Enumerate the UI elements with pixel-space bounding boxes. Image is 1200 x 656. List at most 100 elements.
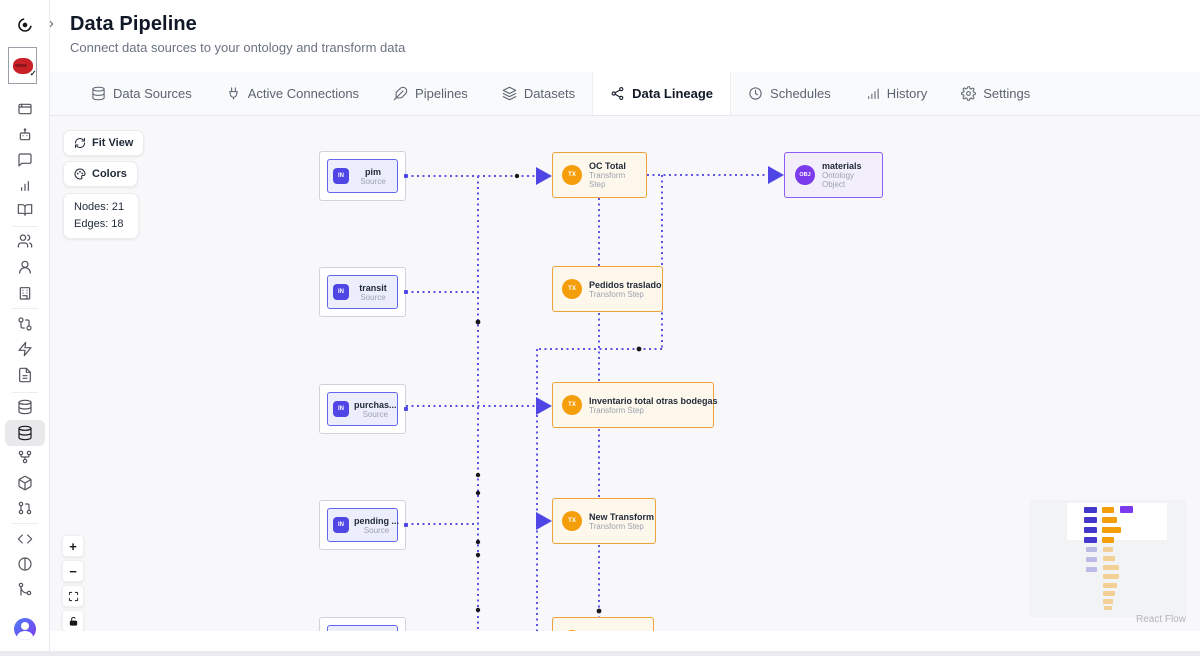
minimap[interactable] <box>1030 500 1186 617</box>
tab-datasets[interactable]: Datasets <box>485 72 592 115</box>
source-node-partial[interactable] <box>319 617 406 631</box>
colors-button[interactable]: Colors <box>63 161 138 187</box>
node-subtitle: Source <box>362 409 388 419</box>
bar-chart-icon[interactable] <box>13 173 37 197</box>
feather-icon <box>393 86 408 101</box>
book-open-icon[interactable] <box>13 198 37 222</box>
tx-badge <box>562 630 582 631</box>
workspace-logo[interactable] <box>8 47 37 84</box>
in-badge: IN <box>333 284 349 300</box>
tx-badge: TX <box>562 395 582 415</box>
react-flow-attribution: React Flow <box>1135 614 1186 625</box>
workspace-logo-icon <box>12 57 37 78</box>
node-subtitle: Source <box>360 176 386 186</box>
user-avatar[interactable] <box>14 618 36 640</box>
node-subtitle: Transform Step <box>589 289 644 299</box>
plug-icon <box>228 87 238 100</box>
tab-data-sources[interactable]: Data Sources <box>74 72 209 115</box>
node-title: pending ... <box>354 515 399 526</box>
output-handle[interactable] <box>404 290 408 294</box>
logo-spinner-icon[interactable] <box>17 17 33 33</box>
git-merge-icon[interactable] <box>13 577 37 601</box>
node-title: OC Total <box>589 161 626 171</box>
rail-active-highlight <box>5 420 45 446</box>
unlock-icon <box>69 616 77 626</box>
page-header: Data Pipeline Connect data sources to yo… <box>48 0 1200 72</box>
source-node-transit[interactable]: IN transit Source <box>319 267 408 317</box>
output-handle[interactable] <box>404 174 408 178</box>
chat-icon[interactable] <box>13 148 37 172</box>
zoom-controls: + − <box>62 535 84 631</box>
transform-node-oc-total[interactable]: TX OC Total Transform Step <box>552 152 647 198</box>
contrast-icon[interactable] <box>13 552 37 576</box>
transform-node-pedidos-traslado[interactable]: TX Pedidos traslado Transform Step <box>552 266 663 312</box>
source-node-pim[interactable]: IN pim Source <box>319 151 408 201</box>
source-node-pending[interactable]: IN pending ... Source <box>319 500 408 550</box>
transform-node-inventario[interactable]: TX Inventario total otras bodegas Transf… <box>552 382 718 428</box>
node-title: materials <box>822 161 862 171</box>
git-pull-request-icon[interactable] <box>13 496 37 520</box>
rail-divider <box>12 226 38 227</box>
tab-settings[interactable]: Settings <box>944 72 1047 115</box>
app-window-icon[interactable] <box>13 97 37 121</box>
fit-view-icon-button[interactable] <box>62 585 84 607</box>
lineage-canvas[interactable]: Fit View Colors Nodes: 21 Edges: 18 IN p… <box>50 116 1200 631</box>
database-icon <box>92 86 105 101</box>
database-active-icon[interactable] <box>13 421 37 445</box>
minimap-graphic <box>1067 503 1167 610</box>
chevron-right-icon[interactable] <box>44 17 60 33</box>
tx-badge: TX <box>562 279 582 299</box>
node-subtitle: Transform Step <box>589 171 626 189</box>
in-badge: IN <box>333 401 349 417</box>
refresh-icon <box>75 138 85 148</box>
lock-toggle-button[interactable] <box>62 610 84 631</box>
share-network-icon <box>611 87 624 100</box>
ontology-node-materials[interactable]: OBJ materials Ontology Object <box>784 152 883 198</box>
node-subtitle: Transform Step <box>589 521 644 531</box>
edges-count: Edges: 18 <box>74 218 124 231</box>
maximize-icon <box>68 591 78 601</box>
tab-schedules[interactable]: Schedules <box>731 72 848 115</box>
zoom-in-button[interactable]: + <box>62 535 84 557</box>
output-handle[interactable] <box>404 523 408 527</box>
in-badge: IN <box>333 168 349 184</box>
tx-badge: TX <box>562 165 582 185</box>
fit-view-button[interactable]: Fit View <box>63 130 145 156</box>
node-title: transit <box>359 282 387 293</box>
zap-icon[interactable] <box>13 337 37 361</box>
node-subtitle: Source <box>360 292 386 302</box>
tab-data-lineage[interactable]: Data Lineage <box>592 72 732 115</box>
code-icon[interactable] <box>13 527 37 551</box>
package-icon[interactable] <box>13 471 37 495</box>
window-bottom-edge <box>0 651 1200 656</box>
bot-icon[interactable] <box>13 123 37 147</box>
flow-edges <box>406 166 784 631</box>
tab-pipelines[interactable]: Pipelines <box>376 72 485 115</box>
sidebar-rail <box>0 0 50 656</box>
database-icon[interactable] <box>13 395 37 419</box>
node-subtitle: Transform Step <box>589 405 644 415</box>
users-icon[interactable] <box>13 229 37 253</box>
node-title: Pedidos traslado <box>589 279 662 290</box>
gear-icon <box>961 86 977 101</box>
tab-history[interactable]: History <box>848 72 944 115</box>
building-icon[interactable] <box>13 281 37 305</box>
rail-divider <box>12 523 38 524</box>
git-compare-icon[interactable] <box>13 312 37 336</box>
layers-icon <box>502 86 517 101</box>
node-subtitle: Source <box>363 525 390 535</box>
graph-stats-panel: Nodes: 21 Edges: 18 <box>63 193 139 240</box>
hierarchy-icon[interactable] <box>13 445 37 469</box>
source-node-purchas[interactable]: IN purchas... Source <box>319 384 408 434</box>
tab-active-connections[interactable]: Active Connections <box>209 72 376 115</box>
user-icon[interactable] <box>13 255 37 279</box>
page-title: Data Pipeline <box>70 13 197 35</box>
transform-node-partial[interactable] <box>552 617 654 631</box>
node-subtitle: Ontology Object <box>822 171 855 189</box>
rail-divider <box>12 308 38 309</box>
transform-node-new-transform[interactable]: TX New Transform Transform Step <box>552 498 656 544</box>
file-text-icon[interactable] <box>13 363 37 387</box>
output-handle[interactable] <box>404 407 408 411</box>
zoom-out-button[interactable]: − <box>62 560 84 582</box>
